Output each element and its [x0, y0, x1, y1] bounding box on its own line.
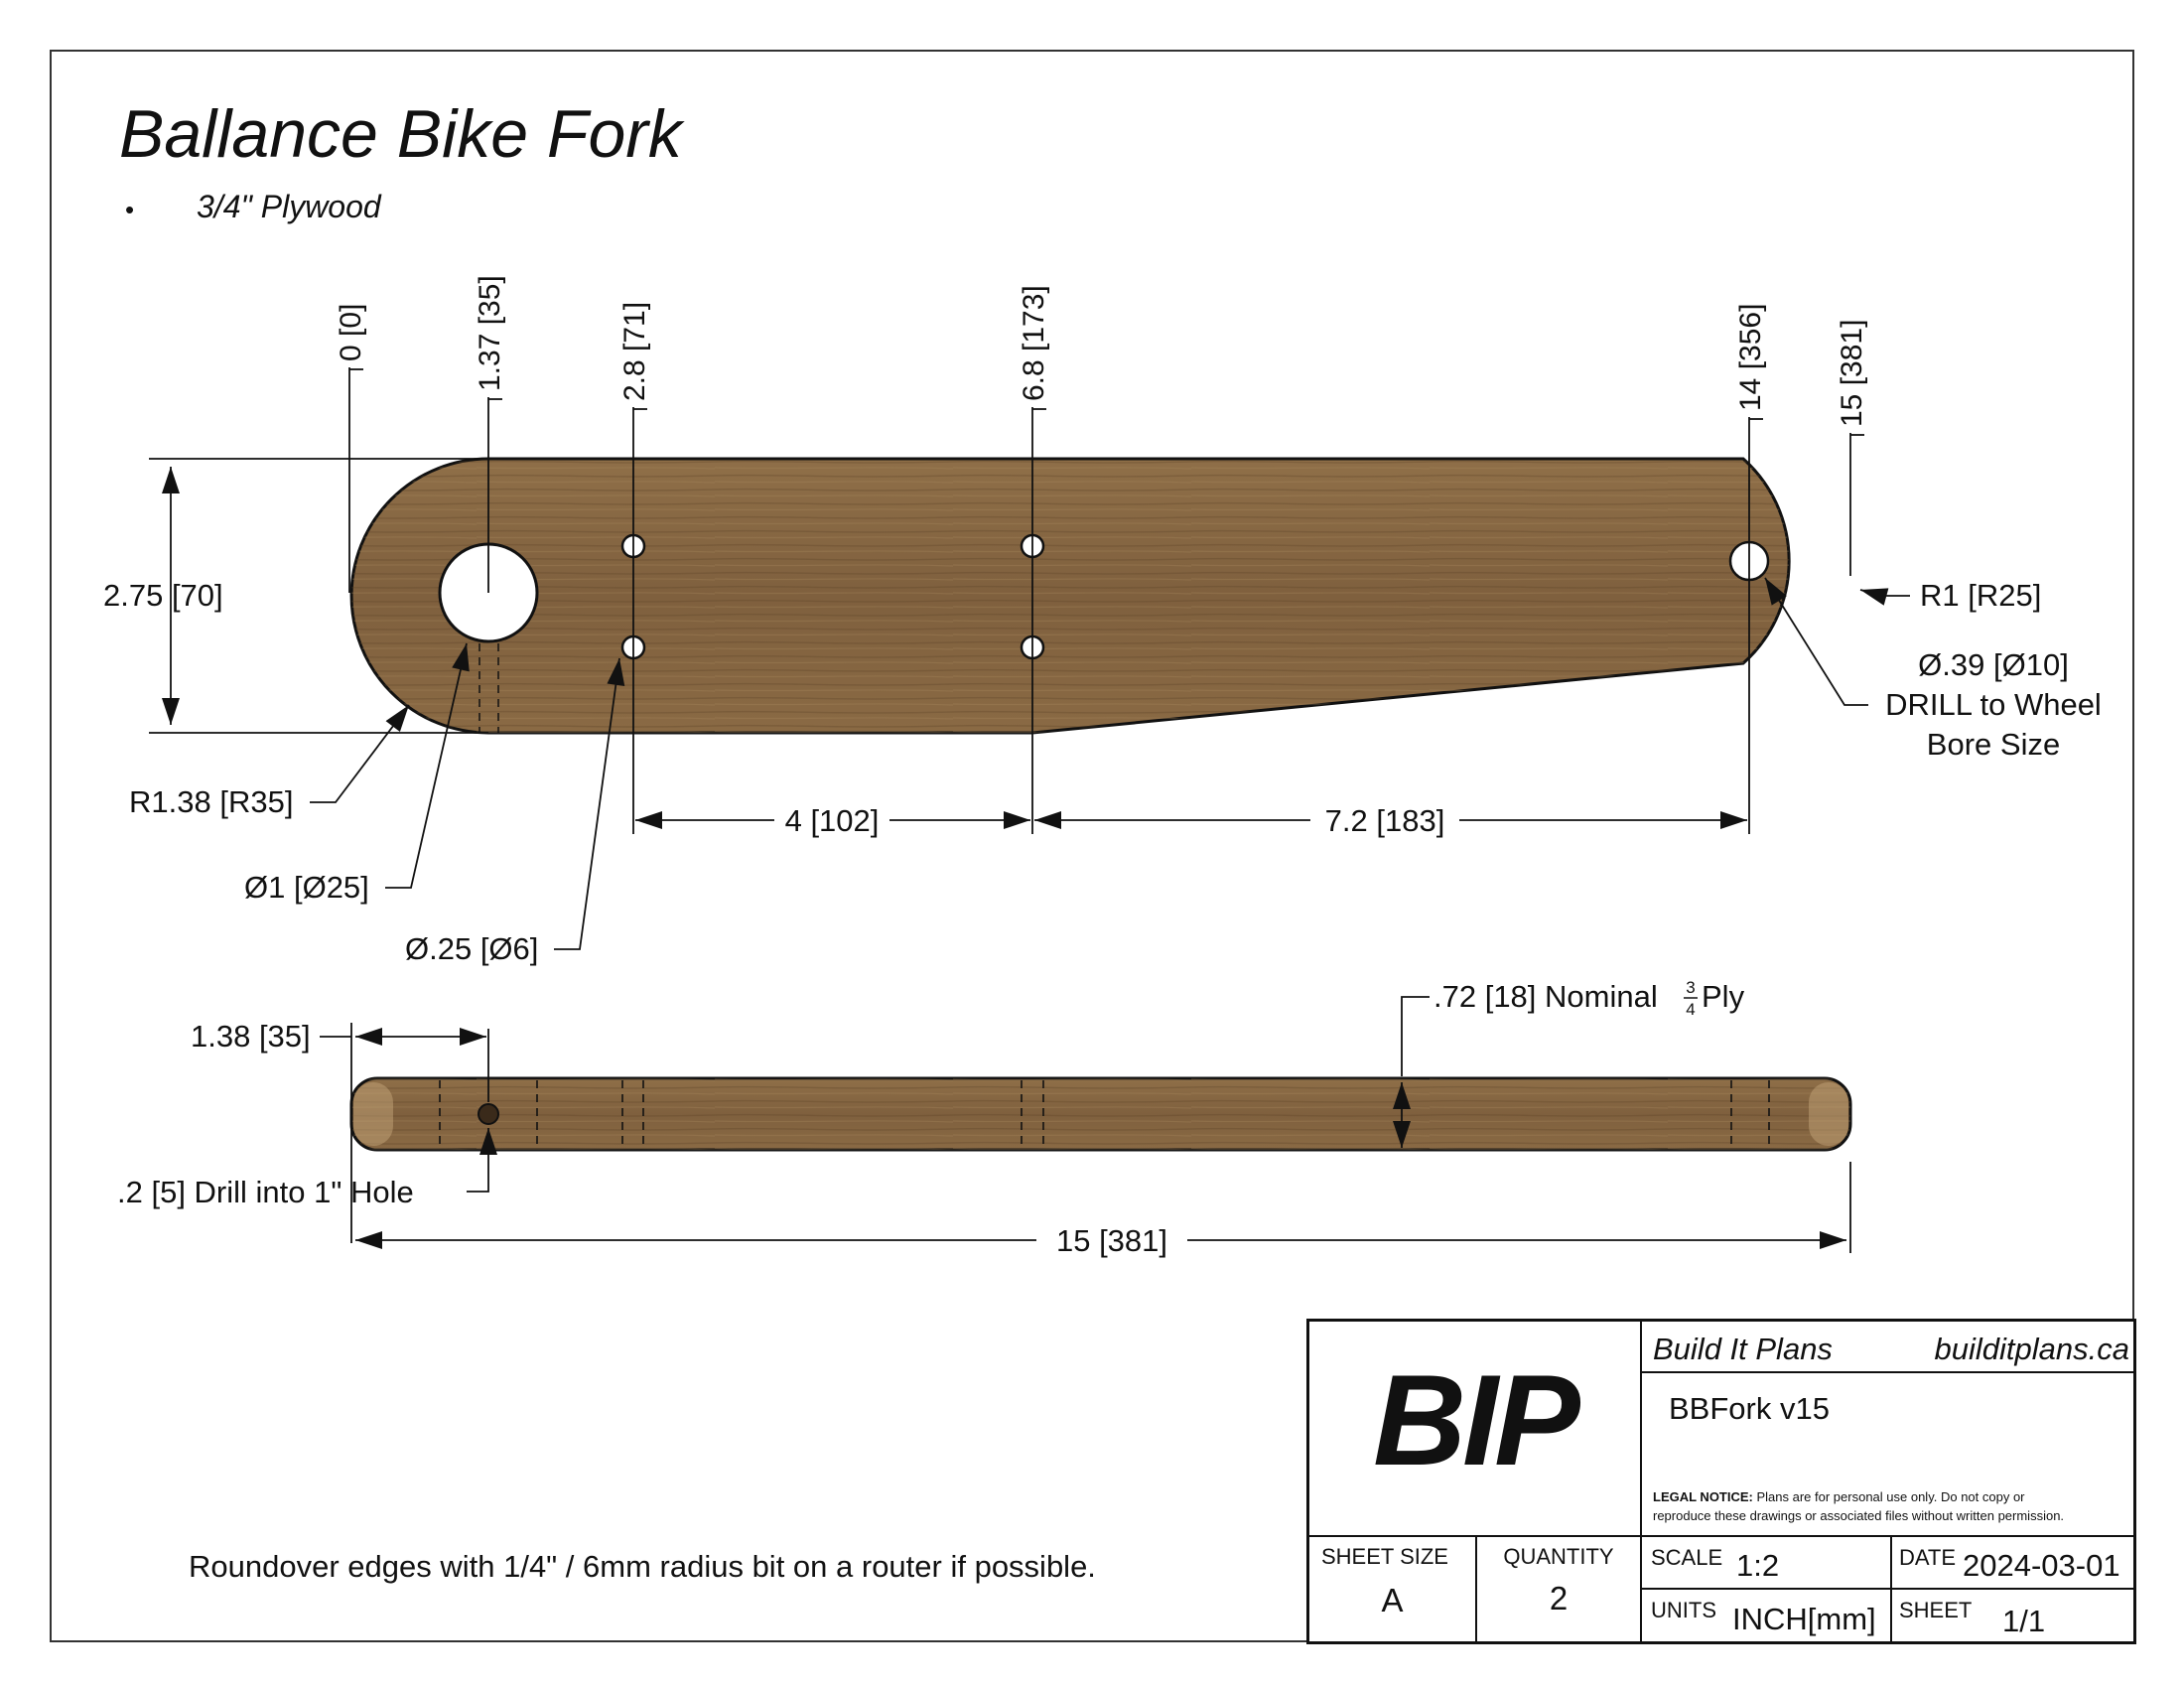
height-dimension: 2.75 [70] [103, 467, 223, 725]
pos-label-4: 14 [356] [1734, 304, 1767, 411]
tb-divider [1642, 1535, 2133, 1537]
position-labels: 0 [0] 1.37 [35] 2.8 [71] 6.8 [173] 14 [3… [335, 275, 1868, 427]
svg-text:.72 [18] Nominal: .72 [18] Nominal [1433, 979, 1658, 1014]
thickness-suffix: Ply [1702, 979, 1745, 1014]
wheel-hole-label-1: Ø.39 [Ø10] [1918, 647, 2069, 682]
sheet-value: 1/1 [2002, 1604, 2046, 1638]
tb-divider [1475, 1535, 1477, 1641]
span-1-label: 4 [102] [785, 803, 880, 838]
legal-text-1: Plans are for personal use only. Do not … [1752, 1489, 2025, 1504]
sheet-size-value: A [1381, 1582, 1404, 1618]
span-2-label: 7.2 [183] [1325, 803, 1445, 838]
top-view-part [349, 457, 1791, 735]
pos-label-3: 6.8 [173] [1018, 285, 1050, 401]
drill-note-label: .2 [5] Drill into 1" Hole [117, 1175, 414, 1209]
sheet-size-label: SHEET SIZE [1321, 1544, 1448, 1569]
scale-value: 1:2 [1736, 1548, 1780, 1583]
tb-divider [1642, 1588, 2133, 1590]
drawing-frame [50, 50, 2134, 1642]
units-value: INCH[mm] [1732, 1602, 1876, 1636]
radius-left-label: R1.38 [R35] [129, 784, 293, 819]
wheel-hole-label-2: DRILL to Wheel [1885, 687, 2102, 722]
pos-label-2: 2.8 [71] [618, 302, 651, 401]
website: builditplans.ca [1934, 1332, 2129, 1366]
offset-dim-label: 1.38 [35] [191, 1019, 311, 1054]
side-view-part [349, 1076, 1852, 1152]
drawing-title: Ballance Bike Fork [119, 96, 682, 172]
tb-divider [1640, 1322, 1642, 1641]
pos-label-1: 1.37 [35] [474, 275, 506, 391]
bip-logo: BIP [1373, 1347, 1580, 1492]
date-label: DATE [1899, 1545, 1957, 1570]
length-dim-label: 15 [381] [1056, 1223, 1167, 1258]
pos-label-0: 0 [0] [335, 304, 367, 361]
bullet-icon: • [125, 195, 135, 224]
quantity-label: QUANTITY [1503, 1544, 1614, 1569]
thickness-frac-den: 4 [1686, 1000, 1695, 1019]
quantity-value: 2 [1549, 1580, 1569, 1617]
tb-divider [1890, 1535, 1892, 1641]
height-dim-label: 2.75 [70] [103, 578, 223, 613]
drawing-name: BBFork v15 [1669, 1391, 1830, 1426]
roundover-note: Roundover edges with 1/4" / 6mm radius b… [189, 1549, 1096, 1584]
small-hole-label: Ø.25 [Ø6] [405, 931, 538, 966]
large-hole-label: Ø1 [Ø25] [244, 870, 369, 905]
legal-notice: LEGAL NOTICE: Plans are for personal use… [1653, 1487, 2129, 1525]
legal-label: LEGAL NOTICE: [1653, 1489, 1753, 1504]
thickness-frac-num: 3 [1686, 978, 1695, 997]
tb-divider [1642, 1371, 2133, 1373]
side-dimensions [320, 996, 1851, 1253]
sheet-label: SHEET [1899, 1598, 1973, 1622]
wheel-hole-label-3: Bore Size [1927, 727, 2060, 762]
thickness-label: .72 [18] Nominal 3 4 Ply [1433, 978, 1745, 1019]
date-value: 2024-03-01 [1963, 1548, 2120, 1583]
title-block: BIP Build It Plans builditplans.ca BBFor… [1306, 1319, 2136, 1644]
legal-text-2: reproduce these drawings or associated f… [1653, 1508, 2065, 1523]
pilot-hole [478, 1103, 499, 1125]
top-leaders [310, 577, 1910, 950]
pos-label-5: 15 [381] [1836, 320, 1868, 427]
material-note: 3/4" Plywood [197, 189, 381, 224]
radius-right-label: R1 [R25] [1920, 578, 2041, 613]
scale-label: SCALE [1651, 1545, 1723, 1570]
thickness-prefix: .72 [18] Nominal [1433, 979, 1658, 1014]
units-label: UNITS [1651, 1598, 1716, 1622]
top-extension-lines [149, 367, 1864, 834]
company-name: Build It Plans [1653, 1332, 1833, 1366]
